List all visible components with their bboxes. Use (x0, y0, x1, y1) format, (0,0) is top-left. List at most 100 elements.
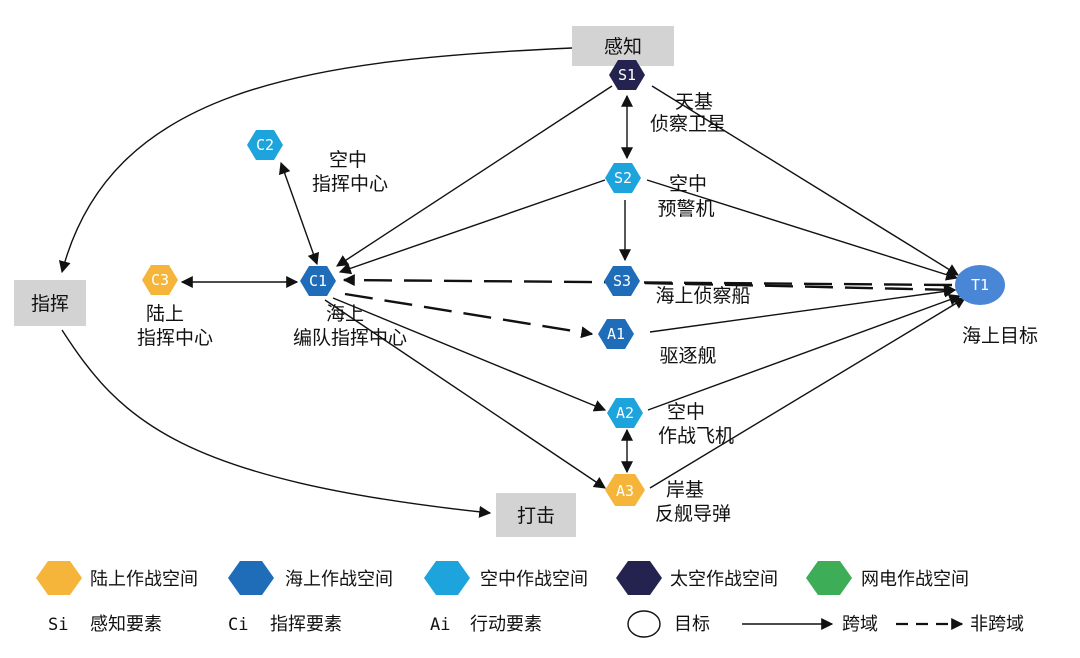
hexagon-icon (247, 130, 283, 160)
edge-c1-a1 (344, 292, 594, 339)
node-s1-label1: 天基 (675, 91, 713, 113)
node-s1-label2: 侦察卫星 (650, 113, 726, 135)
edge-a3-t1 (649, 297, 967, 489)
edge-s2-t1 (646, 179, 959, 281)
hexagon-icon (607, 398, 643, 428)
box-command-label: 指挥 (31, 293, 69, 315)
air-hexagon-icon (424, 561, 470, 595)
box-command-bg (14, 280, 86, 326)
node-s2-label2: 预警机 (657, 198, 714, 220)
legend: 陆上作战空间 海上作战空间 空中作战空间 太空作战空间 网电作战空间 Si 感知… (36, 561, 1024, 638)
edge-a1-t1 (649, 285, 957, 333)
node-t1: T1 (955, 265, 1005, 305)
hexagon-icon (300, 266, 336, 296)
hexagon-icon (142, 265, 178, 295)
legend-cyber: 网电作战空间 (806, 561, 969, 595)
legend-target-label: 目标 (674, 614, 710, 635)
node-a3: A3 (605, 474, 645, 506)
edge-sense-command (58, 47, 573, 274)
legend-sea: 海上作战空间 (228, 561, 393, 595)
node-t1-label1: 海上目标 (962, 325, 1038, 347)
node-a3-label1: 岸基 (666, 479, 704, 501)
node-c1-label1: 海上 (326, 303, 364, 325)
node-c3-id: C3 (151, 271, 169, 289)
node-a1-id: A1 (607, 325, 625, 343)
legend-ai-key: Ai (430, 615, 450, 635)
cyber-hexagon-icon (806, 561, 852, 595)
legend-ci-label: 指挥要素 (270, 614, 342, 635)
legend-land-label: 陆上作战空间 (90, 569, 198, 590)
hexagon-icon (598, 319, 634, 349)
hexagon-icon (604, 266, 640, 296)
node-a2: A2 (607, 398, 643, 428)
node-a2-id: A2 (616, 404, 634, 422)
legend-air-label: 空中作战空间 (480, 569, 588, 590)
node-c3: C3 (142, 265, 178, 295)
node-s1: S1 (609, 60, 645, 90)
node-s2-label1: 空中 (669, 173, 707, 195)
node-s2-id: S2 (614, 169, 632, 187)
legend-ci-key: Ci (228, 615, 248, 635)
edge-s1-t1 (651, 85, 960, 276)
legend-sea-label: 海上作战空间 (285, 569, 393, 590)
node-s3-id: S3 (613, 272, 631, 290)
node-a1-label1: 驱逐舰 (659, 345, 716, 367)
node-s1-id: S1 (618, 66, 636, 84)
edge-s2-c1 (338, 179, 606, 275)
target-ellipse-icon (955, 265, 1005, 305)
node-c2-label2: 指挥中心 (312, 173, 388, 195)
edge-c1-a2 (332, 297, 607, 412)
box-command: 指挥 (14, 280, 86, 326)
node-a3-id: A3 (616, 482, 634, 500)
node-s3: S3 (604, 266, 640, 296)
edge-c1-a3 (324, 299, 606, 489)
node-t1-id: T1 (971, 276, 989, 294)
box-sense: 感知 (572, 26, 674, 66)
box-sense-label: 感知 (604, 36, 642, 58)
node-c1: C1 (300, 266, 336, 296)
node-c3-label1: 陆上 (146, 303, 184, 325)
node-c1-id: C1 (309, 272, 327, 290)
node-c1-label2: 编队指挥中心 (293, 327, 407, 349)
hexagon-icon (605, 474, 645, 506)
box-sense-bg (572, 26, 674, 66)
box-strike-bg (496, 493, 576, 537)
space-hexagon-icon (616, 561, 662, 595)
cross-domain-edges (58, 47, 967, 518)
edge-c2-c1 (278, 161, 320, 266)
legend-si-key: Si (48, 615, 68, 635)
noncross-domain-edges (342, 274, 957, 339)
legend-air: 空中作战空间 (424, 561, 588, 595)
legend-space-label: 太空作战空间 (670, 569, 778, 590)
node-a1: A1 (598, 319, 634, 349)
edge-s1-c1 (335, 85, 613, 267)
sea-hexagon-icon (228, 561, 274, 595)
node-s2: S2 (605, 163, 641, 193)
edge-s3-t1 (644, 281, 957, 296)
box-strike-label: 打击 (517, 505, 555, 527)
node-c2: C2 (247, 130, 283, 160)
legend-noncross-label: 非跨域 (970, 614, 1024, 635)
legend-land: 陆上作战空间 (36, 561, 198, 595)
node-c2-label1: 空中 (329, 149, 367, 171)
hexagon-icon (605, 163, 641, 193)
legend-si-label: 感知要素 (90, 614, 162, 635)
edge-command-strike (61, 329, 492, 518)
hexagon-icon (609, 60, 645, 90)
legend-cyber-label: 网电作战空间 (861, 569, 969, 590)
node-a2-label2: 作战飞机 (658, 425, 734, 447)
edge-a2-t1 (647, 294, 962, 411)
legend-space: 太空作战空间 (616, 561, 778, 595)
land-hexagon-icon (36, 561, 82, 595)
target-circle-icon (627, 610, 661, 638)
legend-ai-label: 行动要素 (470, 614, 542, 635)
node-c3-label2: 指挥中心 (137, 327, 213, 349)
node-a2-label1: 空中 (667, 401, 705, 423)
node-c2-id: C2 (256, 136, 274, 154)
box-strike: 打击 (496, 493, 576, 537)
node-s3-label1: 海上侦察船 (655, 285, 750, 307)
legend-cross-label: 跨域 (842, 614, 878, 635)
node-a3-label2: 反舰导弹 (655, 503, 731, 525)
